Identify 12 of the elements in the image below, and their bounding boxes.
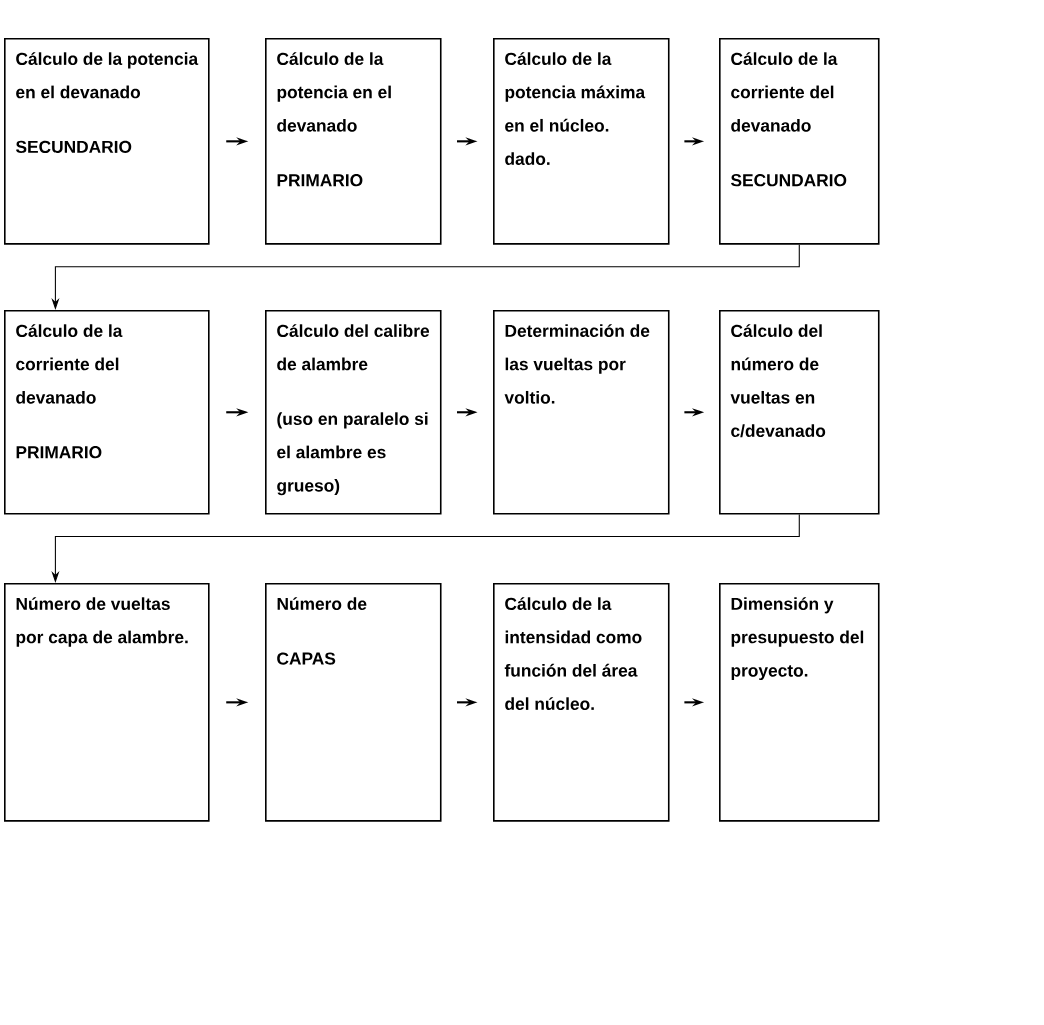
process-box: Determinación de las vueltas por voltio. bbox=[493, 310, 670, 515]
process-box: Número de vueltas por capa de alambre. bbox=[4, 583, 210, 822]
process-box: Dimensión y presupuesto del proyecto. bbox=[719, 583, 880, 822]
process-box: Cálculo de la corriente del devanado SECUNDARIO bbox=[719, 38, 880, 245]
process-box: Cálculo de la potencia en el devanado PRIMARIO bbox=[265, 38, 442, 245]
process-box: Cálculo de la potencia en el devanado SECUNDARIO bbox=[4, 38, 210, 245]
process-box: Número de CAPAS bbox=[265, 583, 442, 822]
process-box: Cálculo del calibre de alambre (uso en paralelo si el alambre es grueso) bbox=[265, 310, 442, 515]
process-box: Cálculo de la potencia máxima en el núcleo. dado. bbox=[493, 38, 670, 245]
process-box: Cálculo del número de vueltas en c/devanado bbox=[719, 310, 880, 515]
process-box: Cálculo de la corriente del devanado PRIMARIO bbox=[4, 310, 210, 515]
process-box: Cálculo de la intensidad como función del área del núcleo. bbox=[493, 583, 670, 822]
